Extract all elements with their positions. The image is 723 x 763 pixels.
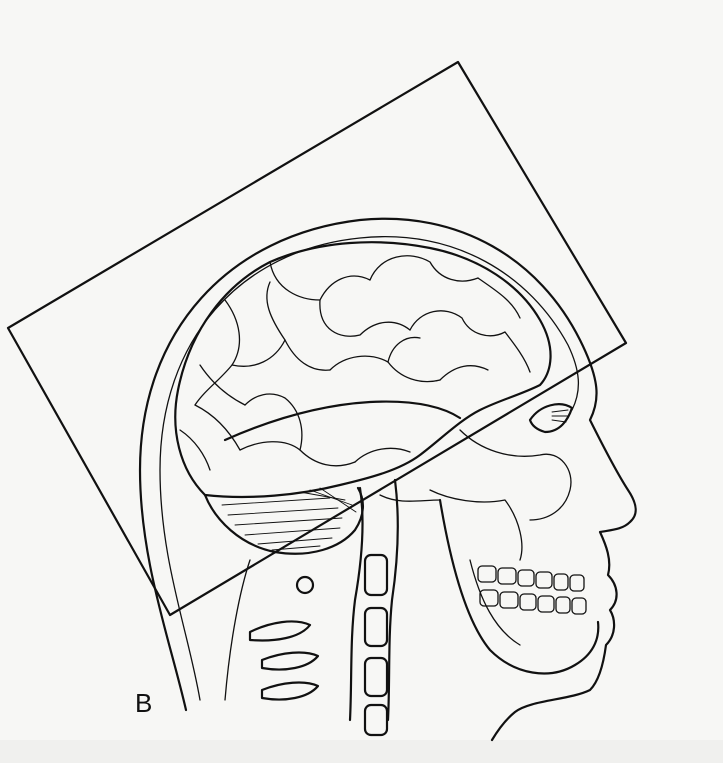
cerebellum-outline	[205, 488, 363, 554]
skull-outline	[160, 237, 578, 700]
lateral-fissure	[225, 402, 460, 440]
orbit	[530, 404, 572, 432]
imaging-plane-rectangle	[8, 62, 626, 615]
spinous-processes	[250, 577, 318, 700]
zygoma	[460, 430, 571, 520]
scalp-outline	[140, 219, 636, 740]
mandible	[440, 500, 598, 673]
panel-label: B	[135, 690, 152, 716]
teeth	[478, 566, 586, 614]
brainstem	[350, 488, 362, 720]
brainstem-front	[388, 480, 398, 720]
skull-base	[380, 495, 440, 501]
cervical-vertebrae	[365, 555, 387, 735]
cerebrum-outline	[175, 242, 550, 497]
